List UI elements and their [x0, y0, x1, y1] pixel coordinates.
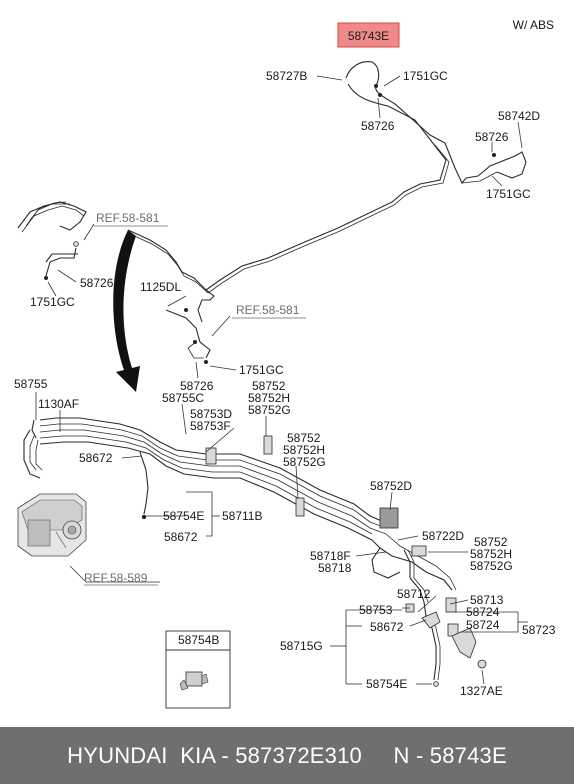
label-58718F[interactable]: 58718F: [310, 549, 351, 563]
footer-bar: HYUNDAI KIA - 587372E310 N - 58743E: [0, 727, 574, 784]
label-58752H-a[interactable]: 58752H: [248, 391, 290, 405]
label-58752G-c[interactable]: 58752G: [470, 559, 513, 573]
rear-brake-tube: [205, 61, 527, 294]
transfer-arrow: [113, 230, 140, 392]
label-58718[interactable]: 58718: [318, 561, 352, 575]
label-58752G-a[interactable]: 58752G: [248, 403, 291, 417]
label-1751GC-top[interactable]: 1751GC: [403, 69, 448, 83]
label-1327AE[interactable]: 1327AE: [460, 684, 503, 698]
label-58753F[interactable]: 58753F: [190, 419, 231, 433]
footer-part-numbers: HYUNDAI KIA - 587372E310 N - 58743E: [67, 743, 507, 768]
label-58755[interactable]: 58755: [14, 377, 48, 391]
abs-modulator-unit[interactable]: [17, 493, 87, 557]
label-58742D[interactable]: 58742D: [498, 109, 540, 123]
label-58672-b[interactable]: 58672: [164, 530, 198, 544]
part-labels: 58727B 1751GC 58726 58742D 58726 1751GC …: [14, 69, 556, 698]
label-1751GC-left[interactable]: 1751GC: [30, 295, 75, 309]
label-58753D[interactable]: 58753D: [190, 407, 232, 421]
upper-left-harness: [17, 201, 87, 280]
label-58726-left[interactable]: 58726: [80, 276, 114, 290]
label-58672-a[interactable]: 58672: [79, 451, 113, 465]
label-58754E-a[interactable]: 58754E: [163, 509, 204, 523]
label-1125DL[interactable]: 1125DL: [140, 280, 181, 294]
label-58726-right[interactable]: 58726: [475, 130, 509, 144]
highlight-part-number: 58743E: [348, 29, 389, 43]
label-58726-mid[interactable]: 58726: [180, 379, 214, 393]
highlight-box[interactable]: [337, 22, 400, 48]
label-58752G-b[interactable]: 58752G: [283, 455, 326, 469]
label-58727B[interactable]: 58727B: [266, 69, 307, 83]
ref-58-581-left[interactable]: REF.58-581: [96, 211, 160, 225]
label-58752H-b[interactable]: 58752H: [283, 443, 325, 457]
middle-tube-run: [127, 229, 215, 364]
leader-lines: [35, 75, 528, 685]
inset-part-box[interactable]: [165, 630, 231, 709]
label-58711B[interactable]: 58711B: [222, 509, 262, 523]
label-58752-c[interactable]: 58752: [474, 535, 508, 549]
ref-58-589[interactable]: REF.58-589: [84, 571, 148, 585]
label-58722D[interactable]: 58722D: [422, 529, 464, 543]
label-1130AF[interactable]: 1130AF: [38, 397, 79, 411]
inset-fitting-image: [179, 671, 209, 691]
label-58752H-c[interactable]: 58752H: [470, 547, 512, 561]
label-58715G[interactable]: 58715G: [280, 639, 323, 653]
variant-note: W/ ABS: [513, 18, 554, 32]
label-58752-a[interactable]: 58752: [252, 379, 286, 393]
label-58754E-b[interactable]: 58754E: [366, 677, 407, 691]
label-58726-top[interactable]: 58726: [361, 119, 395, 133]
label-58753[interactable]: 58753: [359, 603, 393, 617]
label-58754B[interactable]: 58754B: [178, 633, 219, 647]
label-58723[interactable]: 58723: [522, 623, 556, 637]
label-1751GC-mid[interactable]: 1751GC: [239, 363, 284, 377]
label-58724-a[interactable]: 58724: [466, 605, 500, 619]
label-58755C[interactable]: 58755C: [162, 391, 204, 405]
ref-58-581-mid[interactable]: REF.58-581: [236, 303, 300, 317]
label-58713[interactable]: 58713: [470, 593, 504, 607]
label-58672-c[interactable]: 58672: [370, 620, 404, 634]
label-1751GC-right[interactable]: 1751GC: [486, 187, 531, 201]
label-58724-b[interactable]: 58724: [466, 618, 500, 632]
diagram-canvas: 58743E W/ ABS: [14, 18, 556, 709]
label-58752D[interactable]: 58752D: [370, 479, 412, 493]
label-58752-b[interactable]: 58752: [287, 431, 321, 445]
label-58712[interactable]: 58712: [397, 587, 431, 601]
lower-tube-bundle: [23, 417, 487, 687]
